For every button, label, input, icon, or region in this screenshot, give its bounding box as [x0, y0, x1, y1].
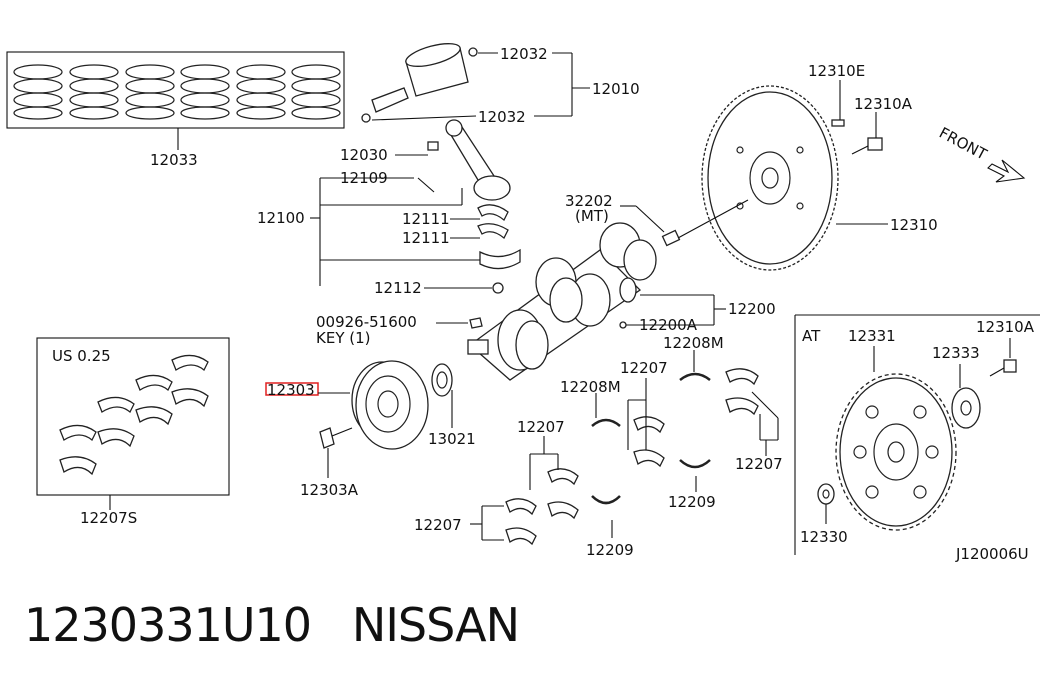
connecting-rod-drawing: [417, 119, 521, 294]
label-12112: 12112: [374, 279, 422, 297]
crankshaft-parts-diagram: 12033 12032 12010 12032 12030 12109 1210…: [6, 43, 1040, 563]
label-12303a: 12303A: [300, 481, 359, 499]
front-arrow-icon: [987, 159, 1026, 183]
label-12208m-left: 12208M: [560, 378, 621, 396]
label-12209-left: 12209: [586, 541, 634, 559]
part-number-caption: 1230331U10 NISSAN: [24, 598, 520, 652]
label-12310: 12310: [890, 216, 938, 234]
label-12303: 12303: [267, 381, 315, 399]
label-12111-lower: 12111: [402, 229, 450, 247]
label-12111-upper: 12111: [402, 210, 450, 228]
label-12310a: 12310A: [854, 95, 913, 113]
drive-plate-drawing: [835, 373, 957, 531]
flywheel-bolt-drawing: [851, 137, 883, 155]
label-front: FRONT: [936, 124, 990, 164]
label-12331: 12331: [848, 327, 896, 345]
label-13021: 13021: [428, 430, 476, 448]
undersize-bearing-box: [36, 337, 230, 496]
label-12032-bottom: 12032: [478, 108, 526, 126]
label-12100: 12100: [257, 209, 305, 227]
crank-pulley-drawing: [351, 360, 429, 450]
label-00926-51600: 00926-51600: [316, 313, 417, 331]
drawing-id: J120006U: [955, 545, 1029, 563]
pulley-bolt-drawing: [319, 427, 353, 449]
piston-drawing: [361, 43, 478, 123]
label-12200: 12200: [728, 300, 776, 318]
label-12207s: 12207S: [80, 509, 137, 527]
label-key: KEY (1): [316, 329, 371, 347]
pilot-bushing-drawing: [661, 229, 681, 247]
label-12207-center: 12207: [620, 359, 668, 377]
label-12033: 12033: [150, 151, 198, 169]
label-32202: 32202: [565, 192, 613, 210]
highlight-12303: [265, 382, 319, 396]
label-12207-middle: 12207: [517, 418, 565, 436]
label-12200a: 12200A: [639, 316, 698, 334]
crank-pin-drawing: [619, 321, 627, 329]
label-12208m-right: 12208M: [663, 334, 724, 352]
label-12310e: 12310E: [808, 62, 865, 80]
label-12032-top: 12032: [500, 45, 548, 63]
spacer-drawing: [817, 483, 835, 505]
label-12209-right: 12209: [668, 493, 716, 511]
flywheel-drawing: [701, 85, 839, 271]
label-12109: 12109: [340, 169, 388, 187]
label-12310a-at: 12310A: [976, 318, 1035, 336]
label-12030: 12030: [340, 146, 388, 164]
main-bearings-drawing: [505, 368, 759, 546]
drive-plate-bolt-drawing: [989, 359, 1017, 377]
label-12330: 12330: [800, 528, 848, 546]
label-at: AT: [802, 327, 821, 345]
flywheel-dowel-drawing: [831, 119, 845, 127]
label-12333: 12333: [932, 344, 980, 362]
piston-rings-drawing: [13, 64, 341, 120]
label-12010: 12010: [592, 80, 640, 98]
crankshaft-drawing: [467, 222, 657, 381]
sprocket-drawing: [431, 363, 453, 397]
thrust-washers-drawing: [591, 372, 711, 505]
label-us-0-25: US 0.25: [52, 347, 111, 365]
undersize-bearings-drawing: [59, 354, 209, 476]
piston-ring-box: [6, 51, 345, 129]
label-mt: (MT): [575, 207, 609, 225]
reinforcement-plate-drawing: [951, 387, 981, 429]
key-drawing: [469, 317, 483, 329]
label-12207-right: 12207: [735, 455, 783, 473]
label-12207-left: 12207: [414, 516, 462, 534]
